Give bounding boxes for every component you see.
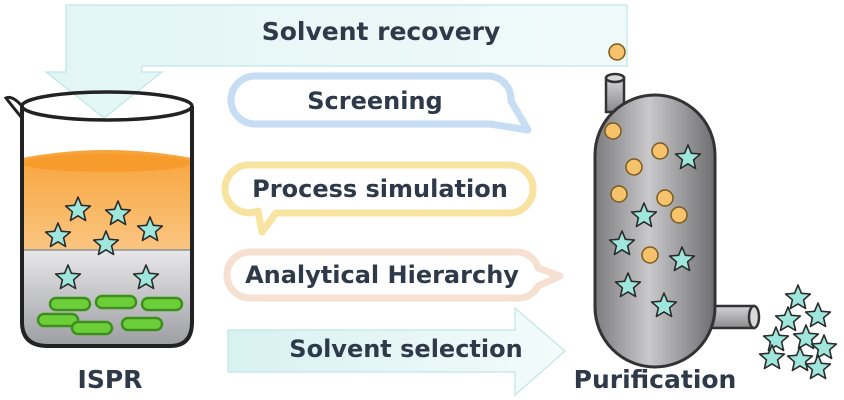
molecule-star <box>132 264 160 290</box>
solvent-bead <box>641 246 659 264</box>
molecule-star <box>774 306 802 332</box>
molecule-star <box>650 292 678 318</box>
solvent-selection-label: Solvent selection <box>289 335 523 363</box>
analytical-hierarchy-label: Analytical Hierarchy <box>245 261 519 289</box>
molecule-stars <box>44 144 838 380</box>
molecule-star <box>792 324 820 350</box>
hierarchy-bubble <box>223 248 564 302</box>
screening-bubble <box>227 72 532 134</box>
molecule-star <box>630 202 658 228</box>
purification-label: Purification <box>573 365 737 394</box>
ispr-label: ISPR <box>77 365 143 394</box>
molecule-star <box>668 246 696 272</box>
organic-phase-surface <box>22 154 192 172</box>
process-simulation-label: Process simulation <box>252 175 508 203</box>
solvent-beads <box>604 43 688 264</box>
molecule-star <box>608 230 636 256</box>
molecule-star <box>54 264 82 290</box>
screening-label: Screening <box>307 87 443 115</box>
solvent-bead <box>651 142 669 160</box>
solvent-bead <box>625 158 643 176</box>
molecule-star <box>804 354 832 380</box>
molecule-star <box>136 216 164 242</box>
molecule-star <box>758 344 786 370</box>
solvent-bead <box>670 206 688 224</box>
molecule-star <box>674 144 702 170</box>
molecule-star <box>804 302 832 328</box>
solvent-recovery-label: Solvent recovery <box>261 17 501 46</box>
molecule-star <box>810 334 838 360</box>
molecule-star <box>104 200 132 226</box>
ispr-beaker <box>3 90 194 348</box>
simulation-bubble <box>221 161 537 236</box>
molecule-star <box>64 196 92 222</box>
solvent-recovery-arrow <box>44 4 628 119</box>
molecule-star <box>44 222 72 248</box>
molecule-star <box>784 284 812 310</box>
solvent-bead <box>608 43 626 61</box>
solvent-bead <box>610 185 628 203</box>
molecule-star <box>762 326 790 352</box>
cells <box>36 294 184 336</box>
molecule-star <box>92 230 120 256</box>
molecule-star <box>614 272 642 298</box>
solvent-selection-arrow <box>227 306 566 397</box>
solvent-bead <box>656 189 674 207</box>
solvent-bead <box>604 122 622 140</box>
